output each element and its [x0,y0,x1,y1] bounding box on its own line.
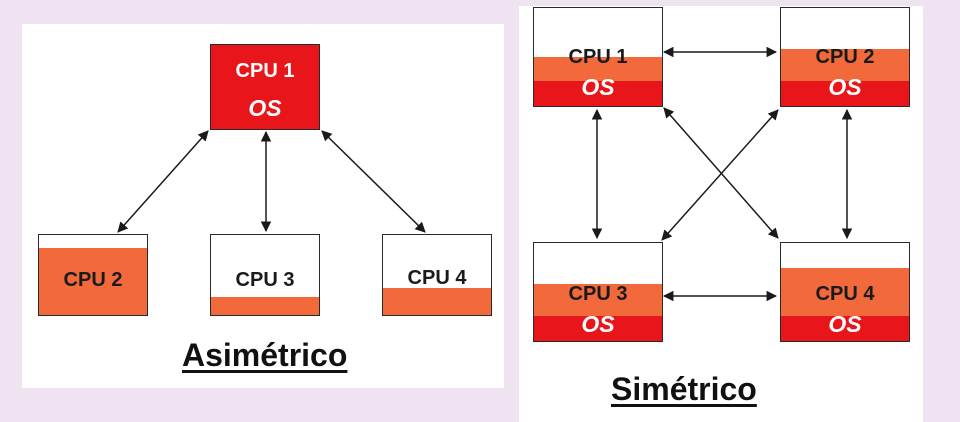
sym-cpu2-box: CPU 2 OS [780,7,910,107]
sym-cpu3-os-band [534,315,662,341]
asym-cpu2-label: CPU 2 [63,269,123,291]
sym-cpu1-os-band [534,80,662,106]
sym-cpu1-os-label: OS [581,74,615,100]
asymmetric-title: Asimétrico [182,337,348,373]
sym-cpu2-os-label: OS [828,74,862,100]
symmetric-title: Simétrico [611,371,757,407]
asym-cpu2-box: CPU 2 [38,234,148,316]
asym-cpu4-label: CPU 4 [407,267,467,289]
asym-cpu1-box: CPU 1 OS [210,44,320,130]
sym-cpu2-label: CPU 2 [815,46,875,68]
asym-cpu3-box: CPU 3 [210,234,320,316]
asym-cpu1-label: CPU 1 [235,60,295,82]
asym-cpu2-load [39,247,147,315]
sym-cpu1-box: CPU 1 OS [533,7,663,107]
sym-cpu4-os-label: OS [828,311,862,337]
sym-cpu3-label: CPU 3 [568,283,628,305]
asym-cpu3-label: CPU 3 [235,269,295,291]
sym-cpu1-label: CPU 1 [568,46,628,68]
sym-cpu3-os-label: OS [581,311,615,337]
asym-cpu4-load [383,287,491,315]
sym-cpu3-box: CPU 3 OS [533,242,663,342]
sym-cpu4-box: CPU 4 OS [780,242,910,342]
sym-cpu2-os-band [781,80,909,106]
asym-cpu1-os-label: OS [248,95,282,121]
sym-cpu4-label: CPU 4 [815,283,875,305]
asym-cpu4-box: CPU 4 [382,234,492,316]
asym-cpu3-load [211,297,319,315]
sym-cpu4-os-band [781,315,909,341]
